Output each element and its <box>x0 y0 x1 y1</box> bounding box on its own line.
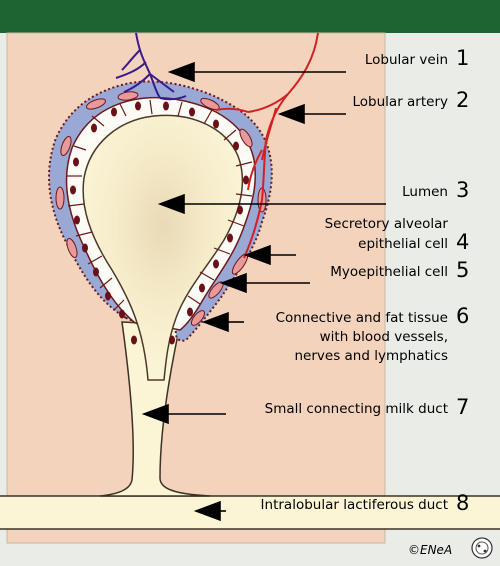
cell-nuclei <box>70 101 249 345</box>
label-number-5: 5 <box>456 258 469 282</box>
label-number-2: 2 <box>456 88 469 112</box>
header-band <box>0 0 500 33</box>
enea-logo-icon <box>471 537 493 559</box>
label-connective-tissue: Connective and fat tissue <box>276 310 448 326</box>
label-number-3: 3 <box>456 178 469 202</box>
label-myoepithelial-cell: Myoepithelial cell <box>330 264 448 280</box>
label-number-1: 1 <box>456 46 469 70</box>
intralobular-duct <box>0 496 500 529</box>
label-number-8: 8 <box>456 491 469 515</box>
label-group: Lobular vein 1 Lobular artery 2 Lumen 3 … <box>261 46 470 515</box>
copyright-text: ©ENeA <box>408 543 452 557</box>
cell-boundaries <box>66 99 253 311</box>
label-arrows <box>141 61 386 522</box>
label-number-7: 7 <box>456 395 469 419</box>
label-intralobular-duct: Intralobular lactiferous duct <box>261 497 448 513</box>
label-number-4: 4 <box>456 230 469 254</box>
label-lumen: Lumen <box>402 184 448 200</box>
lobular-vein <box>115 32 187 101</box>
label-nerves-lymphatics: nerves and lymphatics <box>294 348 448 364</box>
label-secretory-alveolar: Secretory alveolar <box>325 216 449 232</box>
lobular-artery <box>215 32 319 259</box>
label-lobular-artery: Lobular artery <box>353 94 449 110</box>
label-blood-vessels: with blood vessels, <box>320 329 448 345</box>
label-lobular-vein: Lobular vein <box>365 52 448 68</box>
label-epithelial-cell: epithelial cell <box>358 236 448 252</box>
lumen-area <box>82 114 244 381</box>
label-small-connecting-duct: Small connecting milk duct <box>265 401 448 417</box>
label-number-6: 6 <box>456 304 469 328</box>
